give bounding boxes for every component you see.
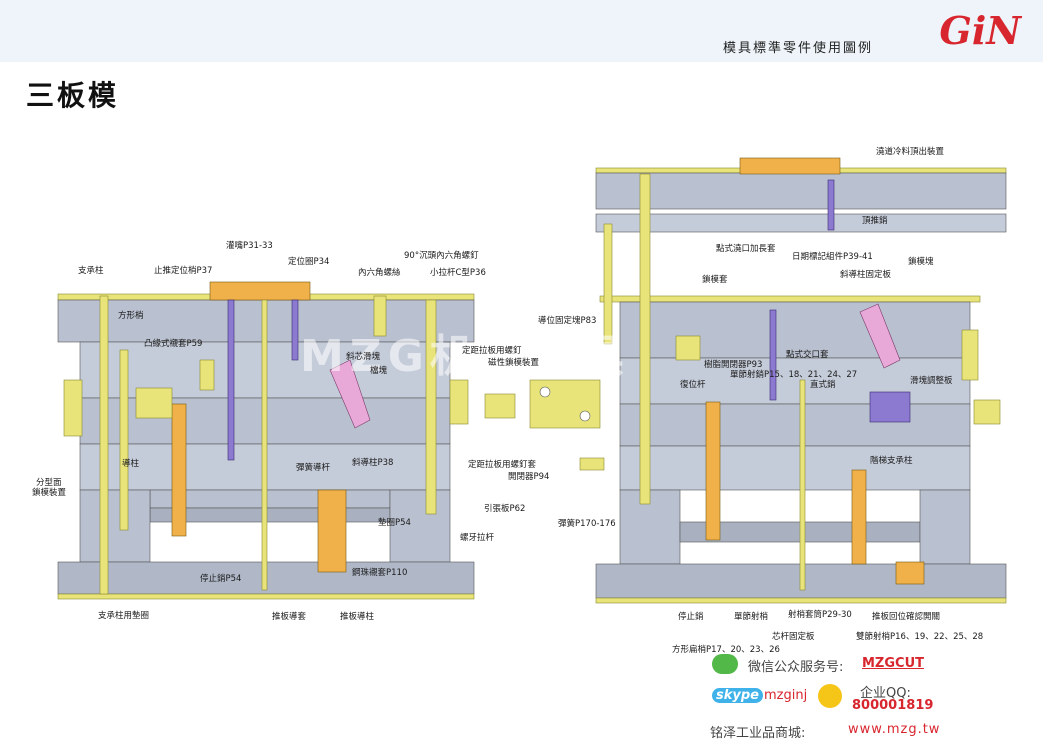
wechat-id[interactable]: MZGCUT — [862, 656, 924, 671]
wechat-label: 微信公众服务号: — [748, 660, 844, 675]
label-magnetic-lock: 磁性鎖模裝置 — [488, 358, 540, 368]
qq-label: 企业QQ: — [860, 686, 911, 701]
right-mold-diagram — [595, 157, 1007, 604]
label-slide-adjust-plate: 滑塊調整板 — [910, 376, 953, 386]
label-locating-ring: 定位圈P34 — [288, 257, 330, 267]
label-core-plate: 芯杆固定板 — [772, 632, 815, 642]
label-socket-screw: 內六角螺絲 — [358, 268, 401, 278]
header-subtitle: 模具標準零件使用圖例 — [722, 41, 873, 56]
label-washer: 墊圈P54 — [378, 518, 411, 528]
label-slide-core: 斜芯滑塊 — [346, 352, 381, 362]
label-return-pin: 復位杆 — [680, 380, 706, 390]
label-stripper-bolt: 定距拉板用螺釘 — [462, 346, 522, 356]
label-countersunk-screw: 90°沉頭內六角螺釘 — [404, 251, 479, 261]
label-support-pillar: 支承柱 — [78, 266, 104, 276]
label-spring: 彈簧P170-176 — [558, 519, 616, 529]
label-tension-plate: 引張板P62 — [484, 504, 526, 514]
label-pin-gate-bush: 點式交口套 — [786, 350, 829, 360]
label-threaded-rod: 螺牙拉杆 — [460, 533, 495, 543]
label-support-washer: 支承柱用墊圈 — [98, 611, 150, 621]
skype-icon: skype — [712, 688, 763, 703]
label-double-ejector: 雙節射梢P16、19、22、25、28 — [856, 632, 984, 642]
qq-id[interactable]: 800001819 — [852, 698, 934, 713]
label-stepped-support: 階梯支承柱 — [870, 456, 913, 466]
label-straight-pin: 直式銷 — [810, 380, 836, 390]
label-flange-bushing: 凸緣式襯套P59 — [144, 339, 203, 349]
label-angle-pin-plate: 斜導柱固定板 — [840, 270, 892, 280]
label-stop-block: 檔塊 — [370, 366, 388, 376]
label-pin-gate-extension: 點式澆口加長套 — [716, 244, 776, 254]
shop-label: 铭泽工业品商城: — [710, 726, 806, 741]
label-ejector-guide-pin: 推板導柱 — [340, 612, 375, 622]
watermark: MZG机械工具 — [300, 331, 630, 382]
label-ball-bushing: 鋼珠襯套P110 — [352, 568, 408, 578]
label-ejector-guide-bush: 推板導套 — [272, 612, 307, 622]
label-lock-sleeve: 鎖模套 — [702, 275, 728, 285]
header-band — [0, 0, 1043, 62]
label-stripper-bolt-sleeve: 定距拉板用螺釘套 — [468, 460, 537, 470]
label-guide-block: 導位固定塊P83 — [538, 316, 597, 326]
label-stop-pin-right: 停止銷 — [678, 612, 704, 622]
label-resin-opener: 樹脂開閉器P93 — [704, 360, 763, 370]
skype-id[interactable]: mzginj — [764, 688, 808, 703]
label-single-ejector-pin: 單節射銷P15、18、21、24、27 — [730, 370, 858, 380]
page-title: 三板模 — [26, 79, 120, 112]
label-ejector-sleeve: 射梢套筒P29-30 — [788, 610, 852, 620]
middle-parts — [484, 379, 605, 471]
label-push-pin: 頂推銷 — [862, 216, 888, 226]
label-date-stamp: 日期標記組件P39-41 — [792, 252, 873, 262]
label-sprue-bushing: 灌嘴P31-33 — [226, 241, 273, 251]
label-angle-pin: 斜導柱P38 — [352, 458, 394, 468]
label-mold-lock: 鎖模裝置 — [32, 488, 67, 498]
label-square-pin: 方形梢 — [118, 311, 144, 321]
label-guide-pillar: 導柱 — [122, 459, 140, 469]
label-stop-pin: 停止銷P54 — [200, 574, 242, 584]
label-single-ejector-sleeve: 單節射梢 — [734, 612, 769, 622]
label-spring-guide: 彈簧導杆 — [296, 463, 331, 473]
label-parting-line: 分型面 — [36, 478, 62, 488]
wechat-icon — [712, 654, 738, 674]
shop-url[interactable]: www.mzg.tw — [848, 722, 941, 737]
label-lock-block: 鎖模塊 — [908, 257, 934, 267]
left-mold-diagram — [57, 281, 475, 600]
label-puller-bolt: 小拉杆C型P36 — [430, 268, 486, 278]
label-return-switch: 推板回位確認開關 — [872, 612, 941, 622]
label-stop-positioning-pin: 止推定位梢P37 — [154, 266, 213, 276]
brand-logo: GiN — [939, 8, 1021, 53]
qq-icon — [818, 684, 842, 708]
label-flat-ejector: 方形扁梢P17、20、23、26 — [672, 645, 780, 655]
label-opener: 開閉器P94 — [508, 472, 550, 482]
label-sprue-ejector: 澆道冷料頂出裝置 — [876, 147, 945, 157]
